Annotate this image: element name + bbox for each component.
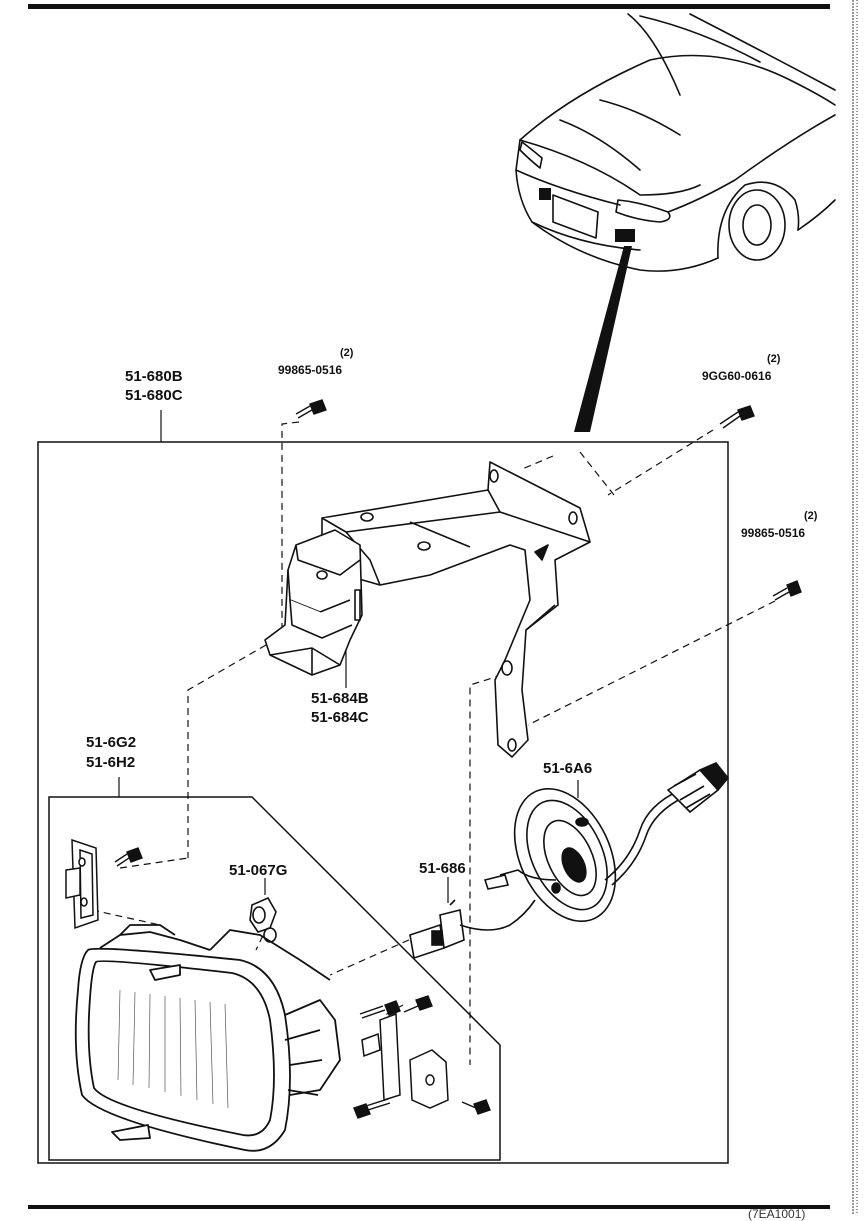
callout-bulb: 51-686 bbox=[419, 860, 466, 877]
bolt-icon-99865-right bbox=[772, 580, 802, 601]
bolt-icon-99865-left bbox=[295, 399, 327, 419]
cap bbox=[249, 896, 277, 943]
sub-bracket bbox=[264, 529, 363, 676]
bulb bbox=[409, 899, 536, 960]
callout-cap: 51-067G bbox=[229, 862, 288, 879]
leader-lines bbox=[118, 410, 579, 903]
bolt-icons bbox=[114, 399, 802, 1119]
lamp-side-bracket bbox=[65, 838, 99, 930]
screw-icon-bottom-left bbox=[359, 1000, 401, 1019]
location-pointer bbox=[574, 246, 632, 432]
callout-lamp-unit-2: 51-6H2 bbox=[86, 754, 136, 771]
callout-bracket-2: 51-684C bbox=[311, 709, 369, 726]
right-border bbox=[852, 0, 858, 1214]
bottom-rule bbox=[28, 1205, 830, 1209]
screw-icon-bottom-far-left bbox=[353, 1098, 391, 1119]
bolt-left-part: 99865-0516 bbox=[278, 363, 343, 377]
bolt-left-qty: (2) bbox=[340, 347, 354, 359]
callout-main-assembly-2: 51-680C bbox=[125, 387, 183, 404]
screw-icon-bottom-mid bbox=[403, 995, 433, 1013]
bolt-right-part: 99865-0516 bbox=[741, 526, 806, 540]
lower-mounting-hardware bbox=[361, 1012, 449, 1109]
top-rule bbox=[28, 4, 830, 9]
screw-icon-lamp bbox=[114, 847, 143, 867]
callout-socket-cover: 51-6A6 bbox=[543, 760, 593, 777]
callout-main-assembly-1: 51-680B bbox=[125, 368, 183, 385]
callout-lamp-unit-1: 51-6G2 bbox=[86, 734, 137, 751]
car-fog-lamp-right bbox=[615, 229, 635, 242]
footer-code: (7EA1001) bbox=[748, 1207, 806, 1221]
screw-icon-bottom-right bbox=[461, 1099, 491, 1115]
bolt-top-right-part: 9GG60-0616 bbox=[702, 369, 772, 383]
bolt-right-qty: (2) bbox=[804, 510, 818, 522]
car-fog-lamp-left bbox=[539, 188, 551, 200]
callout-bracket-1: 51-684B bbox=[311, 690, 369, 707]
assembly-box bbox=[37, 441, 729, 1164]
bolt-icon-9gg60 bbox=[719, 405, 755, 429]
fog-lamp-unit bbox=[74, 924, 341, 1152]
car-front-illustration bbox=[515, 13, 836, 272]
bolt-top-right-qty: (2) bbox=[767, 353, 781, 365]
lamp-unit-box bbox=[48, 796, 501, 1161]
socket-cover bbox=[483, 762, 730, 923]
